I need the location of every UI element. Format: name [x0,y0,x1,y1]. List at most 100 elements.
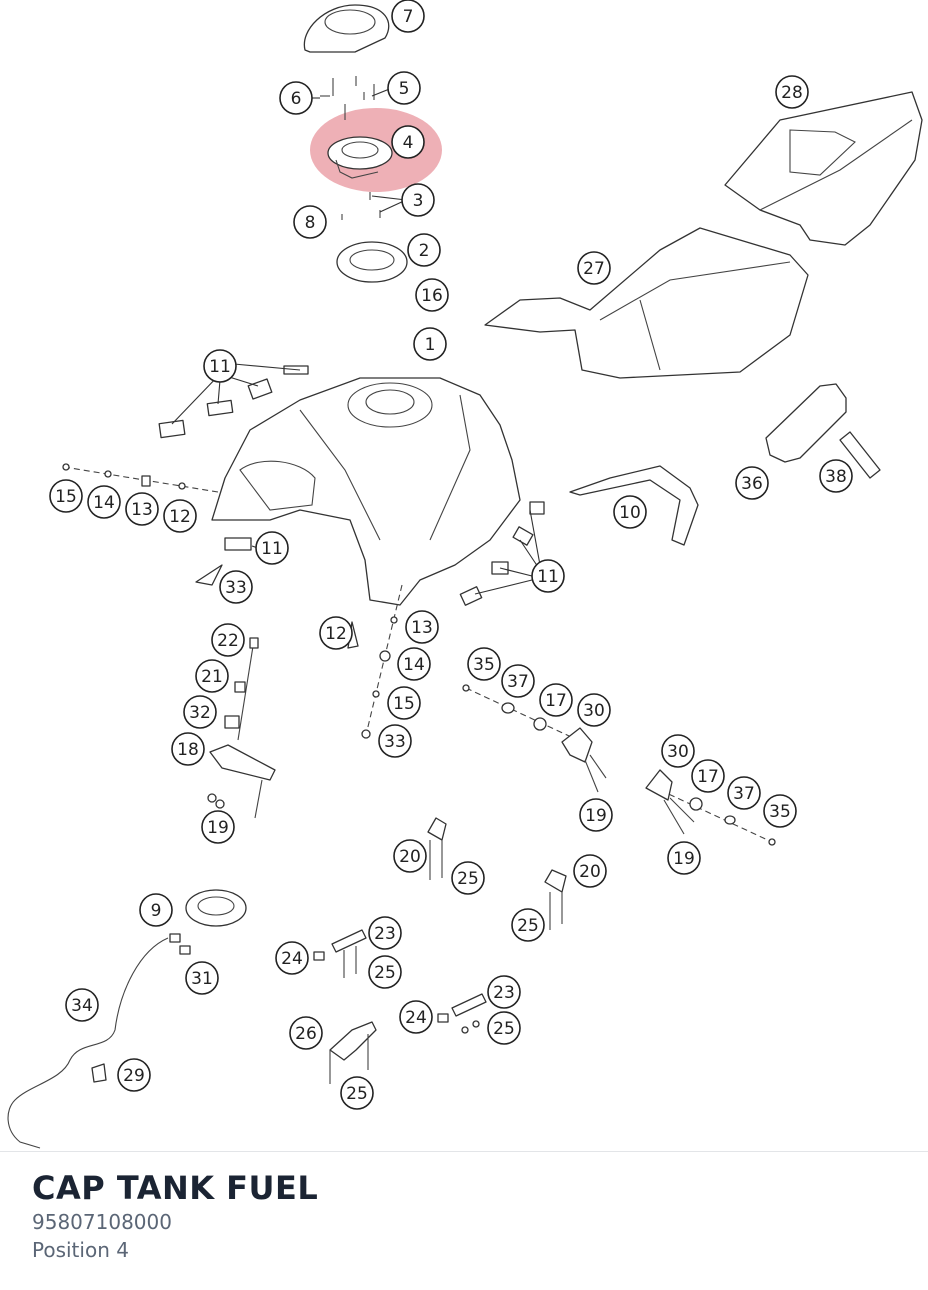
callout-32[interactable]: 32 [183,695,217,729]
callout-9[interactable]: 9 [139,893,173,927]
callout-label: 33 [225,578,247,598]
brackets-23-26 [313,929,487,1084]
callout-26[interactable]: 26 [289,1016,323,1050]
callout-label: 37 [733,784,755,804]
callout-6[interactable]: 6 [279,81,313,115]
callout-35[interactable]: 35 [763,794,797,828]
callout-33[interactable]: 33 [378,724,412,758]
callout-label: 22 [217,631,239,651]
callout-label: 36 [741,474,763,494]
callout-5[interactable]: 5 [387,71,421,105]
callout-label: 32 [189,703,211,723]
callout-15[interactable]: 15 [387,686,421,720]
callout-label: 38 [825,467,847,487]
callout-label: 17 [697,767,719,787]
callout-19[interactable]: 19 [667,841,701,875]
callout-label: 26 [295,1024,317,1044]
callout-24[interactable]: 24 [399,1000,433,1034]
callout-label: 12 [169,507,191,527]
callout-25[interactable]: 25 [451,861,485,895]
callout-12[interactable]: 12 [163,499,197,533]
callout-19[interactable]: 19 [579,798,613,832]
callout-label: 25 [346,1084,368,1104]
callout-20[interactable]: 20 [573,854,607,888]
callout-38[interactable]: 38 [819,459,853,493]
callout-25[interactable]: 25 [368,955,402,989]
callout-8[interactable]: 8 [293,205,327,239]
callout-label: 19 [673,849,695,869]
callout-37[interactable]: 37 [501,664,535,698]
callout-label: 2 [419,241,430,261]
front-seat-part [484,227,809,379]
callout-label: 11 [209,357,231,377]
callout-19[interactable]: 19 [201,810,235,844]
callout-label: 11 [537,567,559,587]
callout-label: 24 [405,1008,427,1028]
callout-28[interactable]: 28 [775,75,809,109]
callout-label: 24 [281,949,303,969]
callout-27[interactable]: 27 [577,251,611,285]
callout-label: 25 [457,869,479,889]
callout-24[interactable]: 24 [275,941,309,975]
callout-11[interactable]: 11 [531,559,565,593]
callout-3[interactable]: 3 [401,183,435,217]
callout-23[interactable]: 23 [368,916,402,950]
callout-30[interactable]: 30 [577,693,611,727]
callout-11[interactable]: 11 [203,349,237,383]
callout-25[interactable]: 25 [340,1076,374,1110]
callout-31[interactable]: 31 [185,961,219,995]
callout-16[interactable]: 16 [415,278,449,312]
callout-14[interactable]: 14 [397,647,431,681]
callout-label: 35 [473,655,495,675]
callout-20[interactable]: 20 [393,839,427,873]
callout-14[interactable]: 14 [87,485,121,519]
callout-12[interactable]: 12 [319,616,353,650]
screws-top [320,76,375,120]
callout-label: 25 [493,1019,515,1039]
callout-label: 7 [403,7,414,27]
callout-17[interactable]: 17 [691,759,725,793]
callout-25[interactable]: 25 [487,1011,521,1045]
side-cover-part [569,465,699,546]
callout-25[interactable]: 25 [511,908,545,942]
callout-7[interactable]: 7 [391,0,425,33]
callout-17[interactable]: 17 [539,683,573,717]
callout-label: 9 [151,901,162,921]
exploded-parts-diagram: 7654382161282711111115141312331213141533… [7,0,923,1149]
center-fastener-line [361,584,403,739]
callout-36[interactable]: 36 [735,466,769,500]
callout-label: 3 [413,191,424,211]
callout-label: 21 [201,667,223,687]
callout-37[interactable]: 37 [727,776,761,810]
callout-35[interactable]: 35 [467,647,501,681]
left-fastener-line [62,463,219,493]
callout-13[interactable]: 13 [125,492,159,526]
rear-seat-part [724,91,923,246]
callout-label: 29 [123,1066,145,1086]
callout-label: 31 [191,969,213,989]
callout-2[interactable]: 2 [407,233,441,267]
part-info: CAP TANK FUEL 95807108000 Position 4 [32,1168,318,1264]
callout-29[interactable]: 29 [117,1058,151,1092]
callout-34[interactable]: 34 [65,988,99,1022]
callout-label: 6 [291,89,302,109]
callout-18[interactable]: 18 [171,732,205,766]
callout-30[interactable]: 30 [661,734,695,768]
callout-label: 34 [71,996,93,1016]
callout-33[interactable]: 33 [219,570,253,604]
callout-label: 13 [131,500,153,520]
callout-4[interactable]: 4 [391,125,425,159]
callout-13[interactable]: 13 [405,610,439,644]
callout-15[interactable]: 15 [49,479,83,513]
fuel-cap-part [327,136,393,179]
callout-23[interactable]: 23 [487,975,521,1009]
screws-mid [341,192,381,220]
callout-11[interactable]: 11 [255,531,289,565]
callout-label: 25 [374,963,396,983]
callout-label: 5 [399,79,410,99]
callout-22[interactable]: 22 [211,623,245,657]
callout-21[interactable]: 21 [195,659,229,693]
callout-1[interactable]: 1 [413,327,447,361]
callout-10[interactable]: 10 [613,495,647,529]
callout-label: 37 [507,672,529,692]
